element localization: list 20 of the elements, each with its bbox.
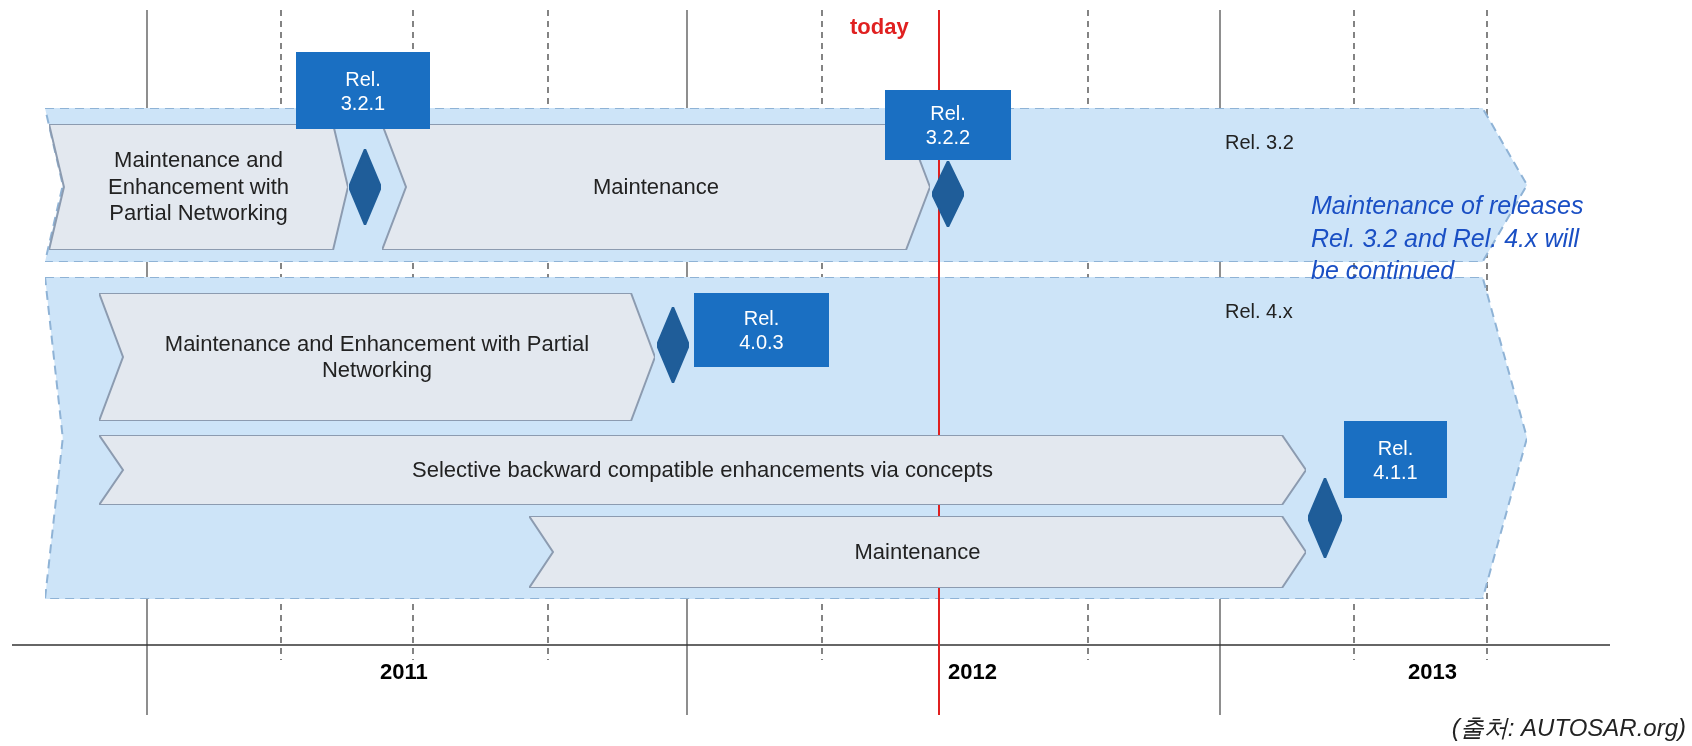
release-tag: Rel. 4.1.1 [1344,421,1447,498]
phase-banner: Maintenance and Enhancement with Partial Networking [49,124,348,250]
year-label: 2013 [1408,659,1457,685]
milestone-diamond [932,161,964,227]
phase-banner: Maintenance [529,516,1306,588]
milestone-diamond [1308,478,1342,558]
note-text: Maintenance of releases Rel. 3.2 and Rel. 4.x will be continued [1311,190,1585,286]
band-label: Rel. 3.2 [1225,130,1294,154]
release-tag: Rel. 3.2.2 [885,90,1011,160]
today-label: today [850,14,909,40]
band-label: Rel. 4.x [1225,299,1293,323]
phase-banner: Maintenance and Enhancement with Partial Networking [99,293,655,421]
release-band [45,277,1527,599]
year-label: 2012 [948,659,997,685]
year-label: 2011 [380,659,428,685]
caption: (출처: AUTOSAR.org) [1451,713,1686,743]
milestone-diamond [657,307,689,383]
release-tag: Rel. 4.0.3 [694,293,829,367]
phase-banner: Selective backward compatible enhancements via concepts [99,435,1306,505]
release-tag: Rel. 3.2.1 [296,52,430,129]
